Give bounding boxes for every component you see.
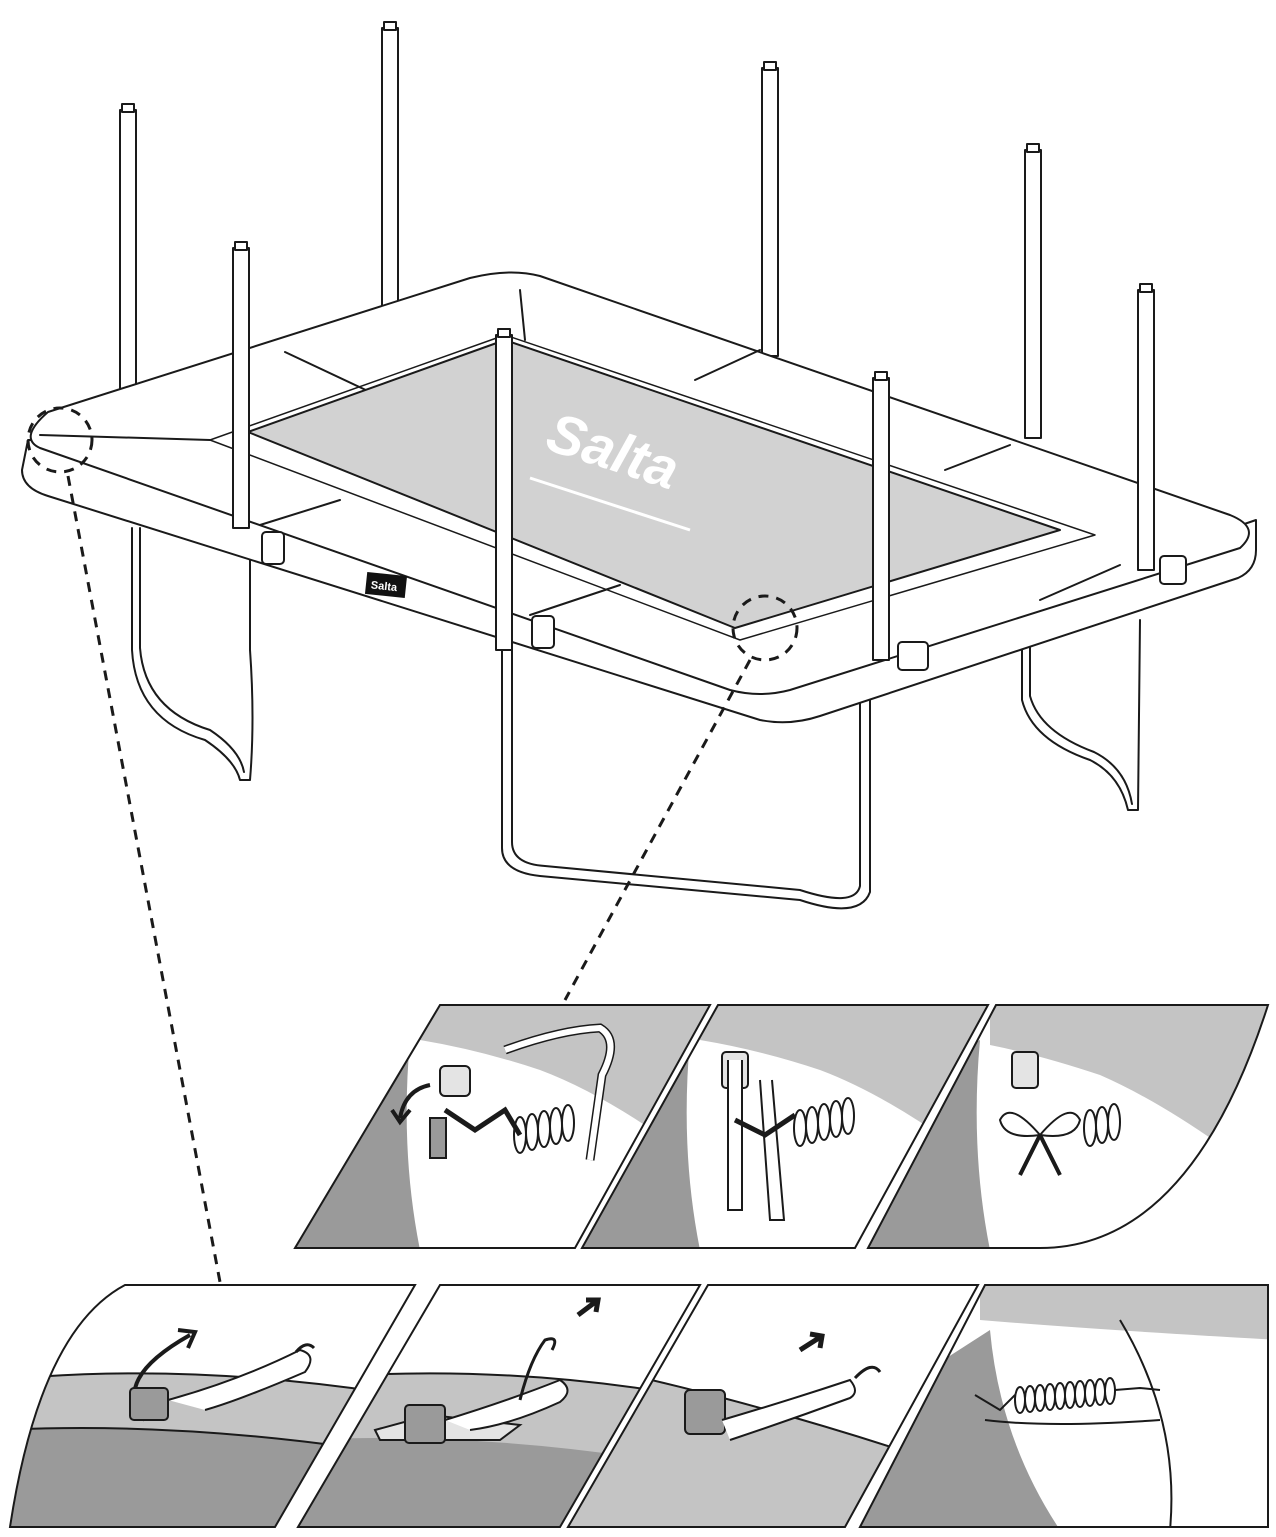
step-row-top [293,1004,1270,1249]
step-row-bottom [8,1284,1269,1528]
hook-pulled-through-strap-icon [373,1297,601,1444]
strap-threaded-through-chain-icon [721,1051,855,1221]
back-net-poles [119,21,1042,439]
strap-and-spring-hook-icon [390,1023,615,1161]
strap-loop-over-frame-icon [129,1328,316,1422]
trampoline-illustration [21,21,1257,910]
callout-left-leader [66,475,222,1283]
frame-label-badge [364,571,408,599]
pad-seams [39,289,1121,616]
spring-attached-under-pad-icon [974,1377,1161,1425]
mat-inner-edge [209,334,1096,641]
frame-pad-skirt [21,439,1257,724]
front-net-poles [232,241,1155,661]
step-bottom-4 [858,1284,1269,1528]
pole-clips [261,531,1187,671]
strap-tied-bow-icon [998,1051,1121,1176]
hook-pulled-outward-icon [684,1331,882,1441]
jumping-mat [247,339,1061,629]
mat-logo-underline [529,476,691,532]
callout-left-corner-circle [26,406,94,474]
frame-label: Salta [370,579,398,594]
callout-markers [26,406,799,1283]
callout-front-corner-circle [731,594,799,662]
trampoline-legs [131,527,1141,910]
callout-front-leader [563,659,752,1001]
